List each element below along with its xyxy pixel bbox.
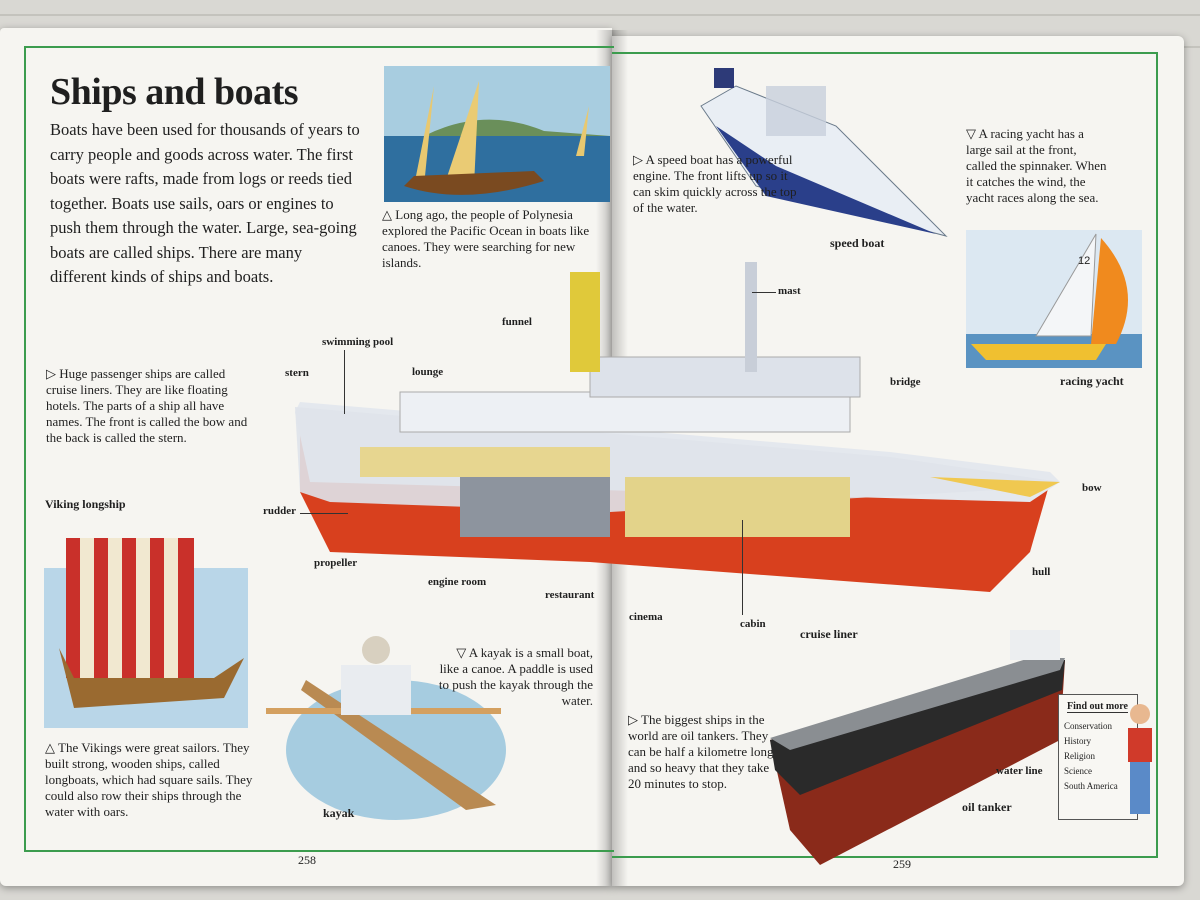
label-stern: stern: [285, 367, 309, 379]
find-out-more-link[interactable]: South America: [1064, 781, 1118, 791]
intro-paragraph: Boats have been used for thousands of ye…: [50, 120, 360, 286]
leader-line: [344, 350, 345, 414]
polynesian-canoe-illustration: [384, 66, 610, 202]
leader-line: [752, 292, 776, 293]
right-page-border: [612, 52, 1158, 858]
find-out-more-link[interactable]: Conservation: [1064, 721, 1112, 731]
wood-grain: [0, 14, 1200, 16]
label-cinema: cinema: [629, 611, 663, 623]
label-rudder: rudder: [263, 505, 296, 517]
find-out-more-link[interactable]: Religion: [1064, 751, 1095, 761]
kayak-label: kayak: [323, 806, 355, 820]
label-funnel: funnel: [502, 316, 532, 328]
page-number-left: 258: [298, 853, 316, 867]
racing-yacht-caption: ▽ A racing yacht has a large sail at the…: [966, 126, 1107, 205]
cruise-liner-illustration: [295, 262, 1060, 592]
speed-boat-caption: ▷ A speed boat has a powerful engine. Th…: [633, 152, 797, 215]
leader-line: [300, 513, 348, 514]
label-propeller: propeller: [314, 557, 358, 569]
page-title: Ships and boats: [50, 71, 299, 113]
label-restaurant: restaurant: [545, 589, 595, 601]
oil-tanker-illustration: [770, 630, 1065, 865]
label-bow: bow: [1082, 482, 1102, 494]
find-out-more-box: Find out more Conservation History Relig…: [1058, 694, 1138, 820]
viking-heading: Viking longship: [45, 497, 126, 511]
label-swimming-pool: swimming pool: [322, 336, 394, 348]
label-mast: mast: [778, 285, 801, 297]
label-hull: hull: [1032, 566, 1051, 578]
oil-tanker-label: oil tanker: [962, 800, 1012, 814]
speed-boat-label: speed boat: [830, 236, 885, 250]
kayak-caption: ▽ A kayak is a small boat, like a canoe.…: [438, 645, 593, 708]
viking-longship-illustration: [44, 538, 248, 728]
find-out-more-link[interactable]: History: [1064, 736, 1091, 746]
cruise-liner-label: cruise liner: [800, 627, 858, 641]
label-engine-room: engine room: [428, 576, 487, 588]
kayak-illustration: [266, 636, 506, 820]
viking-caption: △ The Vikings were great sailors. They b…: [45, 740, 253, 819]
polynesia-caption: △ Long ago, the people of Polynesia expl…: [382, 207, 590, 270]
speed-boat-illustration: [700, 68, 948, 237]
water-line-label: water line: [996, 765, 1043, 777]
left-page-border: [24, 46, 614, 852]
label-bridge: bridge: [890, 376, 921, 388]
sail-number: 12: [1078, 255, 1090, 267]
label-lounge: lounge: [412, 366, 444, 378]
racing-yacht-label: racing yacht: [1060, 374, 1124, 388]
cruise-liner-caption: ▷ Huge passenger ships are called cruise…: [46, 366, 248, 445]
find-out-more-heading: Find out more: [1067, 701, 1128, 713]
leader-line: [742, 520, 743, 615]
racing-yacht-illustration: 12: [966, 230, 1142, 368]
boy-illustration: [1128, 704, 1152, 814]
label-cabin: cabin: [740, 618, 766, 630]
page-number-right: 259: [893, 857, 911, 871]
oil-tanker-caption: ▷ The biggest ships in the world are oil…: [628, 712, 774, 791]
find-out-more-link[interactable]: Science: [1064, 766, 1092, 776]
